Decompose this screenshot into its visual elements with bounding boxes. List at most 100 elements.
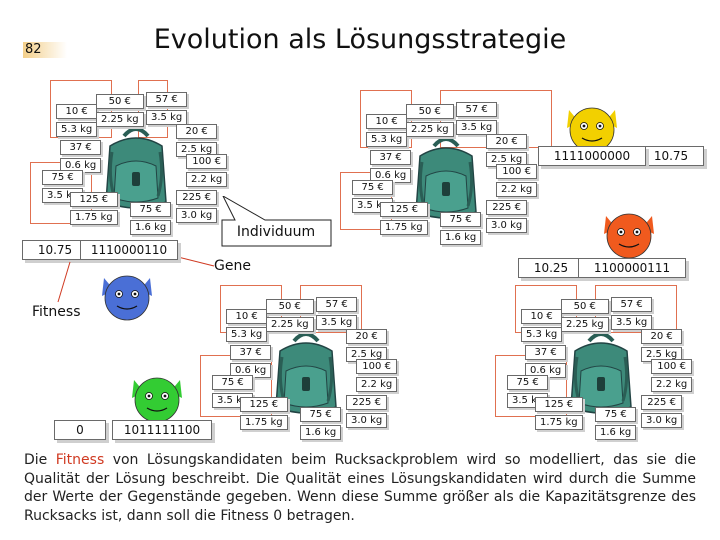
fitness-value: 10.75 bbox=[22, 240, 88, 260]
item-value: 37 € bbox=[60, 140, 102, 155]
item-weight: 1.6 kg bbox=[595, 425, 637, 440]
item-value: 50 € bbox=[96, 94, 144, 109]
backpack-icon bbox=[570, 332, 632, 414]
item-value: 100 € bbox=[356, 359, 398, 374]
item-box: 57 € 3.5 kg bbox=[456, 102, 498, 135]
slide-title: Evolution als Lösungsstrategie bbox=[153, 24, 567, 55]
item-box: 50 €2.25 kg bbox=[96, 94, 144, 127]
individual-face-icon bbox=[102, 275, 152, 321]
item-weight: 3.5 kg bbox=[611, 315, 653, 330]
item-value: 225 € bbox=[346, 395, 388, 410]
item-weight: 2.25 kg bbox=[561, 317, 609, 332]
item-value: 20 € bbox=[346, 329, 388, 344]
item-box: 10 € 5.3 kg bbox=[226, 309, 268, 342]
individual-face-icon bbox=[604, 213, 654, 259]
item-box: 57 €3.5 kg bbox=[611, 297, 653, 330]
item-weight: 3.5 kg bbox=[146, 110, 188, 125]
item-value: 125 € bbox=[70, 192, 118, 207]
genome-string: 1111000000 bbox=[538, 146, 646, 166]
fitness-value: 10.25 bbox=[518, 258, 584, 278]
item-box: 100 €2.2 kg bbox=[186, 154, 228, 187]
item-value: 125 € bbox=[380, 202, 428, 217]
gene-label: Gene bbox=[214, 258, 251, 274]
item-box: 50 €2.25 kg bbox=[406, 104, 454, 137]
item-value: 75 € bbox=[300, 407, 342, 422]
item-value: 10 € bbox=[226, 309, 268, 324]
item-box: 75 €1.6 kg bbox=[595, 407, 637, 440]
item-box: 125 €1.75 kg bbox=[535, 397, 583, 430]
backpack-icon bbox=[275, 332, 337, 414]
selection-frame bbox=[138, 80, 168, 138]
item-box: 125 € 1.75 kg bbox=[380, 202, 428, 235]
item-box: 100 €2.2 kg bbox=[496, 164, 538, 197]
item-weight: 1.75 kg bbox=[240, 415, 288, 430]
item-box: 225 €3.0 kg bbox=[486, 200, 528, 233]
item-weight: 5.3 kg bbox=[56, 122, 98, 137]
item-value: 20 € bbox=[486, 134, 528, 149]
knapsack-icon bbox=[567, 331, 635, 421]
item-value: 20 € bbox=[176, 124, 218, 139]
fitness-label: Fitness bbox=[32, 304, 81, 320]
item-value: 225 € bbox=[641, 395, 683, 410]
item-weight: 1.6 kg bbox=[440, 230, 482, 245]
item-value: 75 € bbox=[212, 375, 254, 390]
item-value: 10 € bbox=[521, 309, 563, 324]
item-value: 75 € bbox=[130, 202, 172, 217]
item-weight: 5.3 kg bbox=[366, 132, 408, 147]
individuum-callout bbox=[221, 196, 332, 247]
item-value: 75 € bbox=[42, 170, 84, 185]
selection-frame bbox=[360, 90, 412, 148]
item-weight: 3.0 kg bbox=[176, 208, 218, 223]
item-weight: 2.2 kg bbox=[496, 182, 538, 197]
item-box: 225 € 3.0 kg bbox=[176, 190, 218, 223]
item-value: 50 € bbox=[406, 104, 454, 119]
item-box: 75 € 1.6 kg bbox=[300, 407, 342, 440]
backpack-icon bbox=[105, 127, 167, 209]
item-value: 225 € bbox=[176, 190, 218, 205]
item-weight: 3.0 kg bbox=[346, 413, 388, 428]
fitness-value: 0 bbox=[54, 420, 106, 440]
item-value: 57 € bbox=[316, 297, 358, 312]
item-box: 10 € 5.3 kg bbox=[56, 104, 98, 137]
item-box: 50 €2.25 kg bbox=[561, 299, 609, 332]
item-box: 37 €0.6 kg bbox=[525, 345, 567, 378]
item-value: 57 € bbox=[456, 102, 498, 117]
item-box: 75 €3.5 kg bbox=[212, 375, 254, 408]
item-weight: 2.2 kg bbox=[356, 377, 398, 392]
item-weight: 5.3 kg bbox=[226, 327, 268, 342]
item-box: 125 € 1.75 kg bbox=[70, 192, 118, 225]
item-weight: 2.2 kg bbox=[186, 172, 228, 187]
item-box: 10 €5.3 kg bbox=[521, 309, 563, 342]
item-box: 37 €0.6 kg bbox=[60, 140, 102, 173]
item-weight: 3.5 kg bbox=[456, 120, 498, 135]
slide-number: 82 bbox=[23, 42, 67, 58]
item-box: 125 €1.75 kg bbox=[240, 397, 288, 430]
text-rest: von Lösungskandidaten beim Rucksackprobl… bbox=[24, 452, 697, 524]
item-weight: 2.25 kg bbox=[266, 317, 314, 332]
callout-text: Individuum bbox=[236, 224, 316, 240]
item-weight: 1.75 kg bbox=[70, 210, 118, 225]
item-value: 75 € bbox=[507, 375, 549, 390]
knapsack-icon bbox=[412, 136, 480, 226]
item-weight: 1.6 kg bbox=[300, 425, 342, 440]
knapsack-icon bbox=[102, 126, 170, 216]
item-weight: 1.75 kg bbox=[535, 415, 583, 430]
genome-string: 1100000111 bbox=[578, 258, 686, 278]
item-value: 10 € bbox=[56, 104, 98, 119]
knapsack-icon bbox=[272, 331, 340, 421]
item-value: 50 € bbox=[266, 299, 314, 314]
item-value: 37 € bbox=[525, 345, 567, 360]
item-value: 75 € bbox=[440, 212, 482, 227]
text-start: Die bbox=[24, 452, 56, 468]
genome-string: 1011111100 bbox=[112, 420, 212, 440]
item-box: 20 €2.5 kg bbox=[641, 329, 683, 362]
fitness-value: 10.75 bbox=[638, 146, 704, 166]
individual-face bbox=[128, 370, 186, 432]
item-box: 20 €2.5 kg bbox=[346, 329, 388, 362]
item-box: 20 €2.5 kg bbox=[486, 134, 528, 167]
item-value: 100 € bbox=[651, 359, 693, 374]
item-weight: 1.75 kg bbox=[380, 220, 428, 235]
